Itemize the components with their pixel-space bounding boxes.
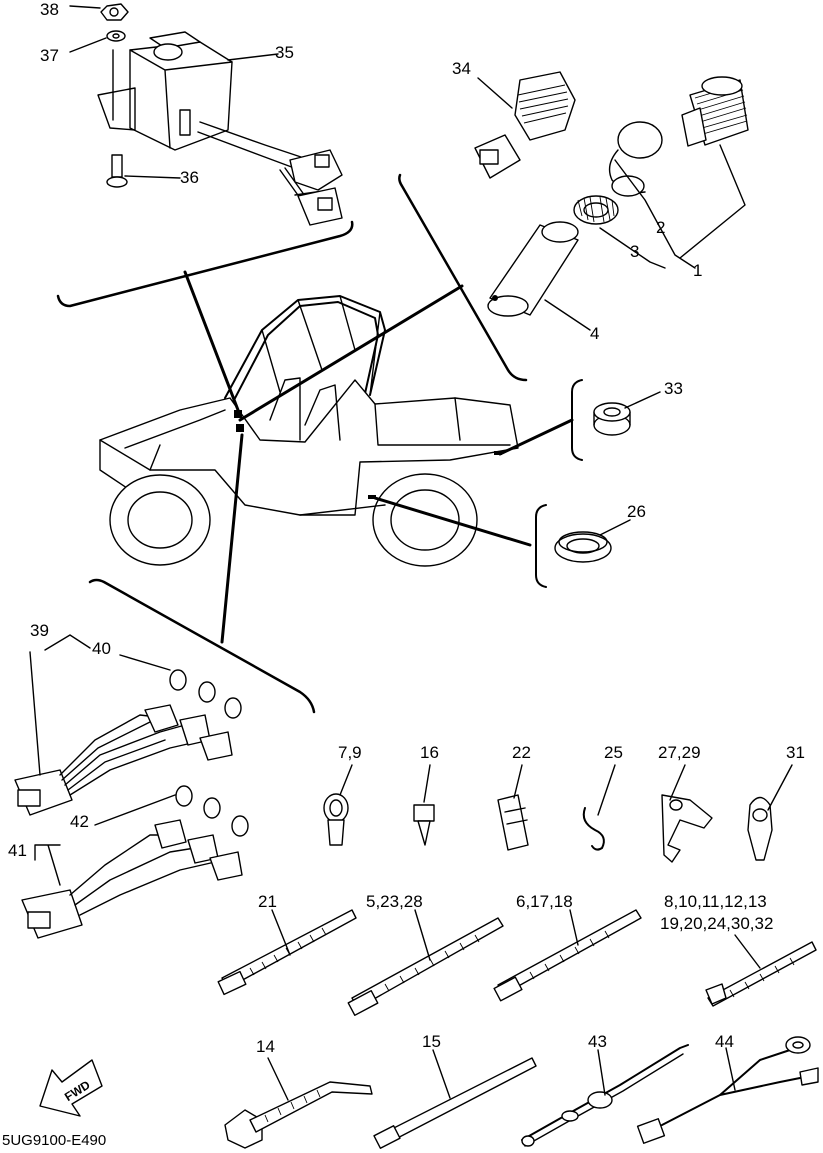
callout-44: 44 <box>715 1032 734 1051</box>
leader-socket <box>238 284 464 422</box>
callout-22: 22 <box>512 743 531 762</box>
tie-21 <box>217 909 357 996</box>
fwd-arrow-icon <box>39 1059 103 1117</box>
socket-bracket <box>398 173 528 382</box>
callout-5-23-28: 5,23,28 <box>366 892 423 911</box>
callout-8-13: 8,10,11,12,13 <box>664 892 767 911</box>
clip-27-29 <box>661 764 713 863</box>
grommet-33 <box>593 391 661 436</box>
tie-14 <box>224 1057 373 1149</box>
lead-43 <box>521 1044 689 1147</box>
accessory-socket-group <box>487 76 749 331</box>
harness-bracket <box>88 578 316 714</box>
callout-26: 26 <box>627 502 646 521</box>
clip-16 <box>413 764 435 846</box>
callout-16: 16 <box>420 743 439 762</box>
relay-bracket <box>56 220 354 308</box>
clip-25 <box>582 764 616 851</box>
harness-41 <box>21 785 249 939</box>
vehicle-outline <box>99 295 519 567</box>
callout-4: 4 <box>590 324 600 343</box>
harness-39 <box>14 634 242 816</box>
callout-39: 39 <box>30 621 49 640</box>
leader-harness <box>220 433 244 644</box>
tie-15 <box>373 1049 537 1149</box>
callout-38: 38 <box>40 0 59 19</box>
leader-relay <box>183 270 240 412</box>
clip-7-9 <box>323 764 353 846</box>
leader-26 <box>373 496 532 547</box>
sensor-34 <box>474 71 576 179</box>
callout-21: 21 <box>258 892 277 911</box>
tie-8-32 <box>705 934 817 1007</box>
callout-42: 42 <box>70 812 89 831</box>
callout-3: 3 <box>630 242 640 261</box>
callout-33: 33 <box>664 379 683 398</box>
bracket-26 <box>535 504 547 588</box>
leader-33 <box>498 418 574 456</box>
drawing-code: 5UG9100-E490 <box>2 1132 107 1149</box>
callout-35: 35 <box>275 43 294 62</box>
bracket-33 <box>571 379 583 461</box>
callout-14: 14 <box>256 1037 275 1056</box>
callout-25: 25 <box>604 743 623 762</box>
callout-27-29: 27,29 <box>658 743 701 762</box>
callout-43: 43 <box>588 1032 607 1051</box>
grommet-26 <box>554 519 631 563</box>
lead-44 <box>636 1036 819 1144</box>
callout-40: 40 <box>92 639 111 658</box>
callout-1: 1 <box>693 261 703 280</box>
callout-37: 37 <box>40 46 59 65</box>
callout-2: 2 <box>656 218 666 237</box>
callout-41: 41 <box>8 841 27 860</box>
callout-15: 15 <box>422 1032 441 1051</box>
callout-31: 31 <box>786 743 805 762</box>
callout-19-32: 19,20,24,30,32 <box>660 914 774 933</box>
tie-6-17-18 <box>493 909 642 1002</box>
relay-assembly <box>69 3 343 226</box>
callout-6-17-18: 6,17,18 <box>516 892 573 911</box>
callout-36: 36 <box>180 168 199 187</box>
clip-22 <box>497 764 529 851</box>
callout-7-9: 7,9 <box>338 743 362 762</box>
clip-31 <box>747 764 793 861</box>
callout-34: 34 <box>452 59 471 78</box>
tie-5-23-28 <box>347 909 504 1016</box>
